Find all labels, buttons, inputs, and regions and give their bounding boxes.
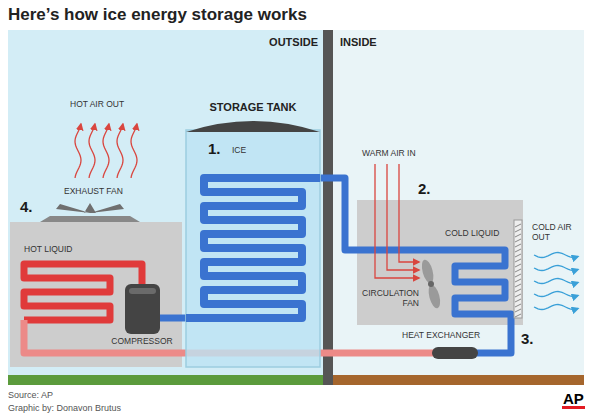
grille-slat xyxy=(515,239,521,242)
grille-slat xyxy=(515,314,521,317)
storage-tank: STORAGE TANKICE xyxy=(186,118,320,367)
tank-coil xyxy=(186,178,320,318)
compressor-cap xyxy=(129,288,156,294)
tank-lid xyxy=(186,121,320,132)
callout-number: 2. xyxy=(418,180,431,197)
outdoor-unit: HOT LIQUID COMPRESSOR xyxy=(10,222,182,367)
exhaust-fan-blades xyxy=(56,203,124,213)
hot-air-wave xyxy=(131,124,137,178)
cold-liquid-label: COLD LIQUID xyxy=(445,228,499,238)
hot-air-wave xyxy=(103,124,109,178)
part-label: HEAT EXCHANGER xyxy=(402,330,480,340)
grille-slat xyxy=(515,294,521,297)
hot-air-wave xyxy=(75,124,81,178)
compressor-label: COMPRESSOR xyxy=(110,336,174,346)
hot-air-wave xyxy=(89,124,95,178)
callout-number: 1. xyxy=(208,140,221,157)
indoor-unit: COLD LIQUID CIRCULATION FAN xyxy=(357,200,523,325)
grille-slat xyxy=(515,224,521,227)
hot-coil xyxy=(24,264,142,320)
air-label: WARM AIR IN xyxy=(362,148,416,158)
region-label: INSIDE xyxy=(340,36,377,49)
air-label: COLD AIR OUT xyxy=(532,222,584,242)
hot-air-arrows xyxy=(75,124,137,178)
grille-slat xyxy=(515,299,521,302)
tank-heading: STORAGE TANK xyxy=(186,101,320,114)
outdoor-housing xyxy=(10,222,182,367)
grille-slat xyxy=(515,259,521,262)
cold-air-wave xyxy=(534,305,578,310)
air-label: HOT AIR OUT xyxy=(70,99,124,109)
supply-pipe xyxy=(160,315,182,322)
outside-region xyxy=(8,30,323,375)
grille-slat xyxy=(515,264,521,267)
grille xyxy=(514,220,522,318)
pipe xyxy=(320,178,357,250)
ap-logo: AP xyxy=(562,391,585,409)
circulation-fan-label: CIRCULATION FAN xyxy=(357,288,419,308)
ice-label: ICE xyxy=(232,145,246,155)
region-label: OUTSIDE xyxy=(240,36,318,49)
hot-air-wave xyxy=(117,124,123,178)
grille-slat xyxy=(515,274,521,277)
cold-air-wave xyxy=(534,253,578,258)
fan-blade xyxy=(420,259,436,285)
warm-air-arrow xyxy=(375,164,419,278)
grille-slat xyxy=(515,234,521,237)
indoor-unit-shape xyxy=(357,200,523,325)
fan-blade xyxy=(426,284,442,310)
warm-air-arrow xyxy=(387,164,419,270)
grille-slat xyxy=(515,269,521,272)
grass-ground xyxy=(8,375,323,385)
credit-note: Graphic by: Donavon Brutus xyxy=(8,403,121,414)
title: Here’s how ice energy storage works xyxy=(8,5,307,25)
indoor-coil xyxy=(357,250,511,325)
grille-slat xyxy=(515,289,521,292)
grille-slat xyxy=(515,279,521,282)
grille-slat xyxy=(515,229,521,232)
cold-air-wave xyxy=(534,266,578,271)
tank-body xyxy=(186,130,320,367)
callout-number: 3. xyxy=(521,330,534,347)
hot-liquid-label: HOT LIQUID xyxy=(24,244,73,254)
grille-slat xyxy=(515,249,521,252)
storage-tank-shape xyxy=(186,118,320,367)
indoor-housing xyxy=(357,200,523,325)
cold-air-wave xyxy=(534,292,578,297)
fan-hub xyxy=(428,281,434,287)
source-note: Source: AP xyxy=(8,390,53,401)
grille-slat xyxy=(515,254,521,257)
grille-slat xyxy=(515,244,521,247)
grille-slat xyxy=(515,304,521,307)
compressor-symbol xyxy=(125,284,160,334)
cold-air-arrows xyxy=(534,253,578,310)
grille-slat xyxy=(515,284,521,287)
grille-slat xyxy=(515,309,521,312)
callout-number: 4. xyxy=(20,198,33,215)
fan-base xyxy=(40,216,140,222)
part-label: EXHAUST FAN xyxy=(64,186,123,196)
wall-divider xyxy=(323,30,333,385)
floor-ground xyxy=(333,375,584,385)
inside-region xyxy=(333,30,584,375)
warm-air-arrow xyxy=(399,164,419,262)
heat-exchanger-symbol xyxy=(432,347,478,359)
cold-air-wave xyxy=(534,279,578,284)
